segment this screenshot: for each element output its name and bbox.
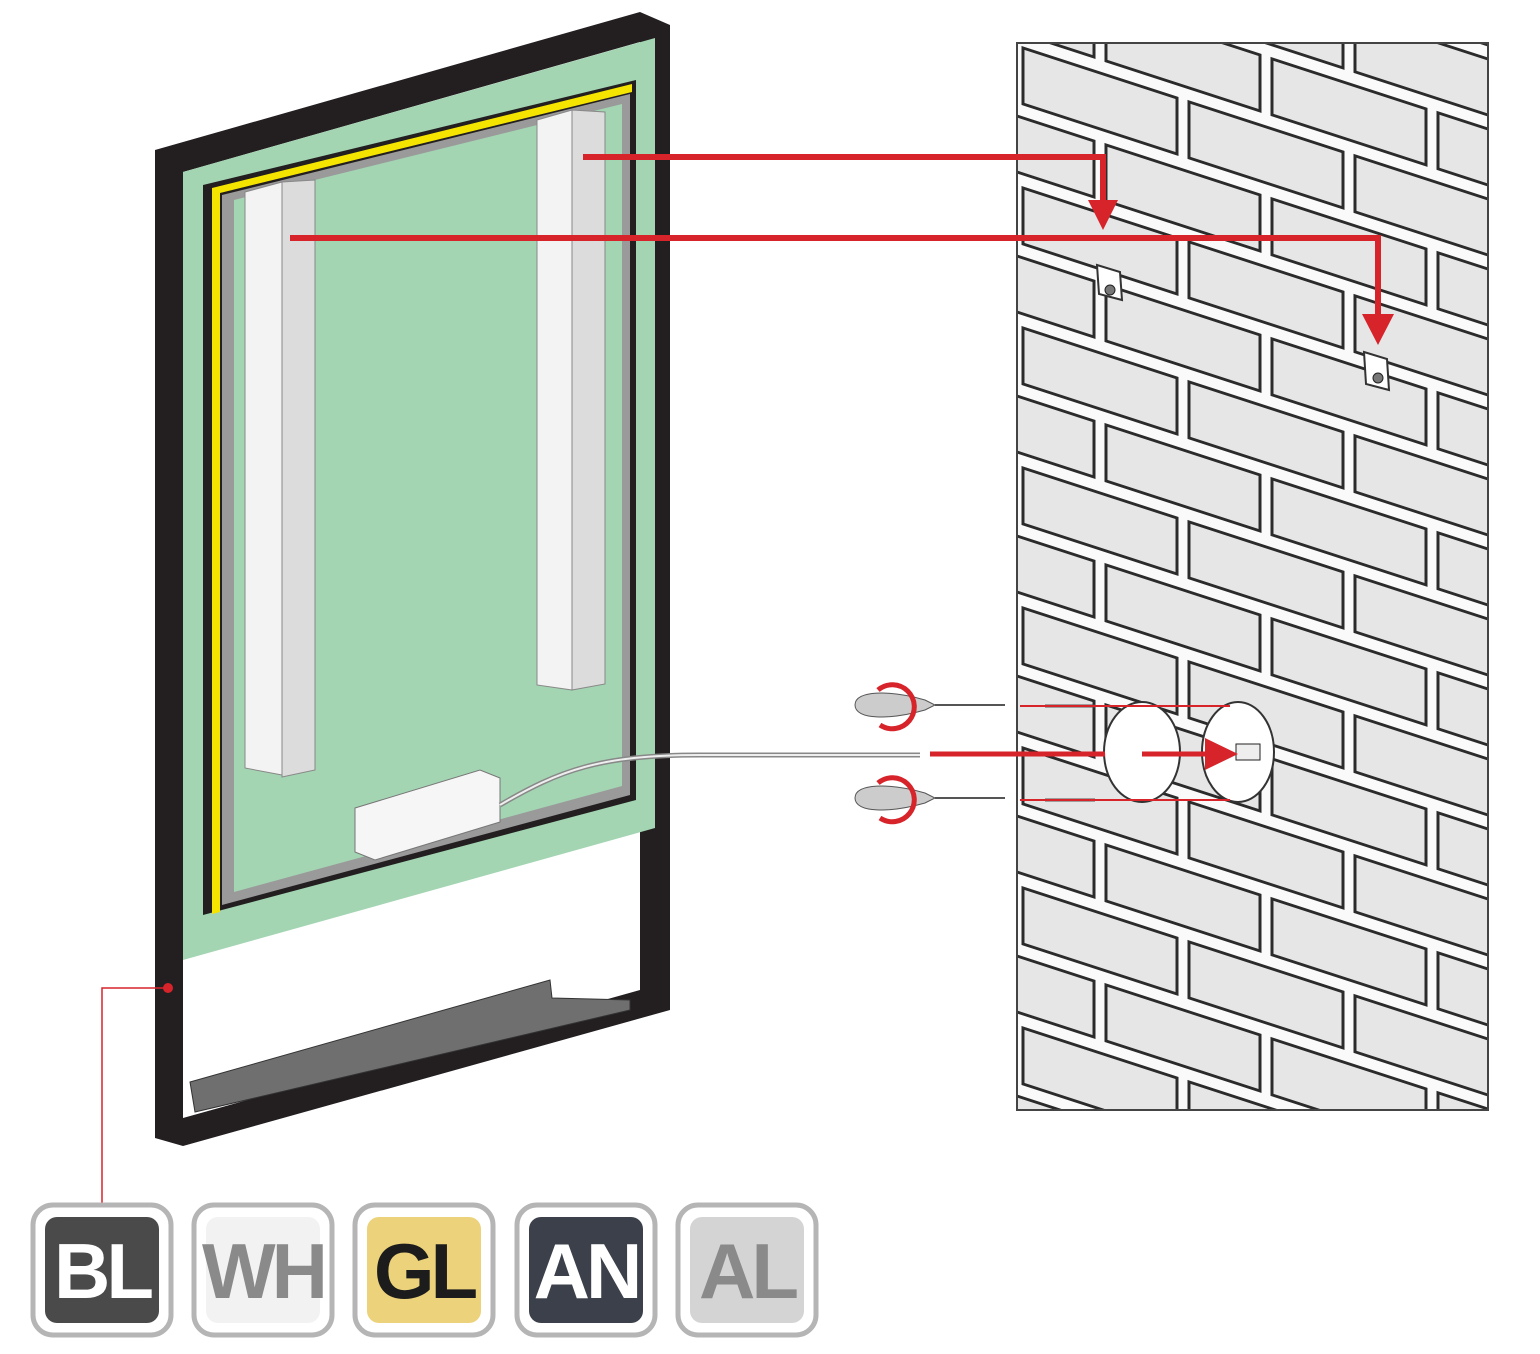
finish-leader-line bbox=[101, 987, 168, 1205]
badge-swatch bbox=[45, 1217, 159, 1323]
badge-code: WH bbox=[202, 1227, 324, 1315]
brick-wall bbox=[1016, 42, 1489, 1111]
badge-swatch bbox=[529, 1217, 643, 1323]
finish-badges: BL WH GL AN AL bbox=[30, 1202, 819, 1338]
badge-swatch bbox=[367, 1217, 481, 1323]
screwdriver-top bbox=[854, 682, 1005, 732]
finish-badge-bl: BL bbox=[30, 1202, 174, 1338]
leader-dot bbox=[163, 983, 173, 993]
arrow-head bbox=[1088, 200, 1118, 230]
mounting-rail-right bbox=[536, 109, 573, 691]
finish-badge-al: AL bbox=[675, 1202, 819, 1338]
finish-badge-wh: WH bbox=[191, 1202, 335, 1338]
wall-hanger-bracket bbox=[1362, 350, 1391, 392]
finish-badge-gl: GL bbox=[352, 1202, 496, 1338]
installation-arrows bbox=[930, 705, 1230, 801]
wall-hanger-bracket bbox=[1095, 263, 1124, 302]
power-supply-box bbox=[354, 769, 501, 861]
shelf bbox=[189, 979, 631, 1113]
bracket-alignment-arrows bbox=[290, 154, 1381, 318]
screwdriver-bottom bbox=[854, 775, 1005, 825]
finish-badge-an: AN bbox=[514, 1202, 658, 1338]
badge-swatch bbox=[690, 1217, 804, 1323]
connector-terminal bbox=[1235, 743, 1261, 761]
badge-code: AL bbox=[699, 1227, 797, 1315]
arrow-head bbox=[1362, 314, 1394, 345]
badge-swatch bbox=[206, 1217, 320, 1323]
arrow-head bbox=[1205, 738, 1238, 770]
mirror-cabinet bbox=[155, 12, 920, 1146]
badge-code: GL bbox=[374, 1227, 477, 1315]
mounting-rail-left bbox=[244, 181, 283, 776]
badge-code: AN bbox=[534, 1227, 639, 1315]
badge-code: BL bbox=[54, 1227, 152, 1315]
